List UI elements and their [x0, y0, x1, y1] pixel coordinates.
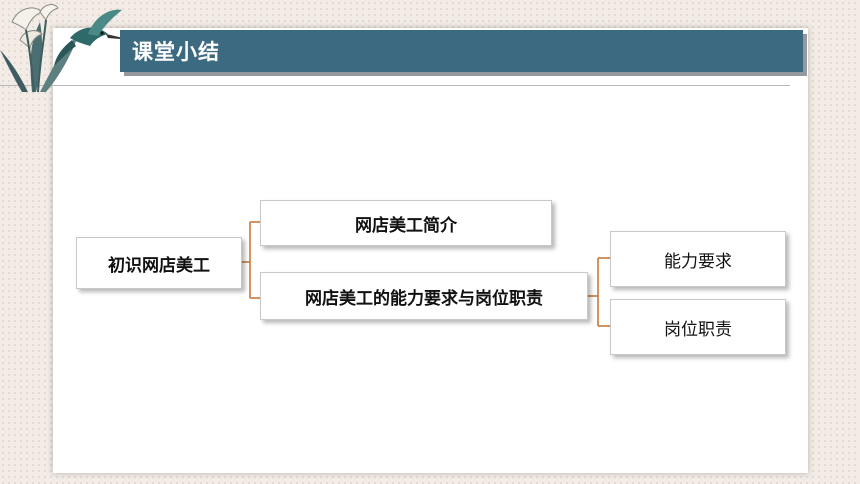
branch-node-intro: 网店美工简介	[260, 200, 552, 246]
leaf-node-ability: 能力要求	[610, 231, 786, 287]
header-divider	[0, 85, 790, 86]
root-node: 初识网店美工	[76, 237, 242, 289]
hummingbird-lily-icon	[0, 4, 132, 93]
title-bar	[120, 30, 803, 72]
page-title: 课堂小结	[132, 40, 220, 64]
branch-node-requirements: 网店美工的能力要求与岗位职责	[260, 272, 588, 320]
leaf-node-duty: 岗位职责	[610, 299, 786, 355]
